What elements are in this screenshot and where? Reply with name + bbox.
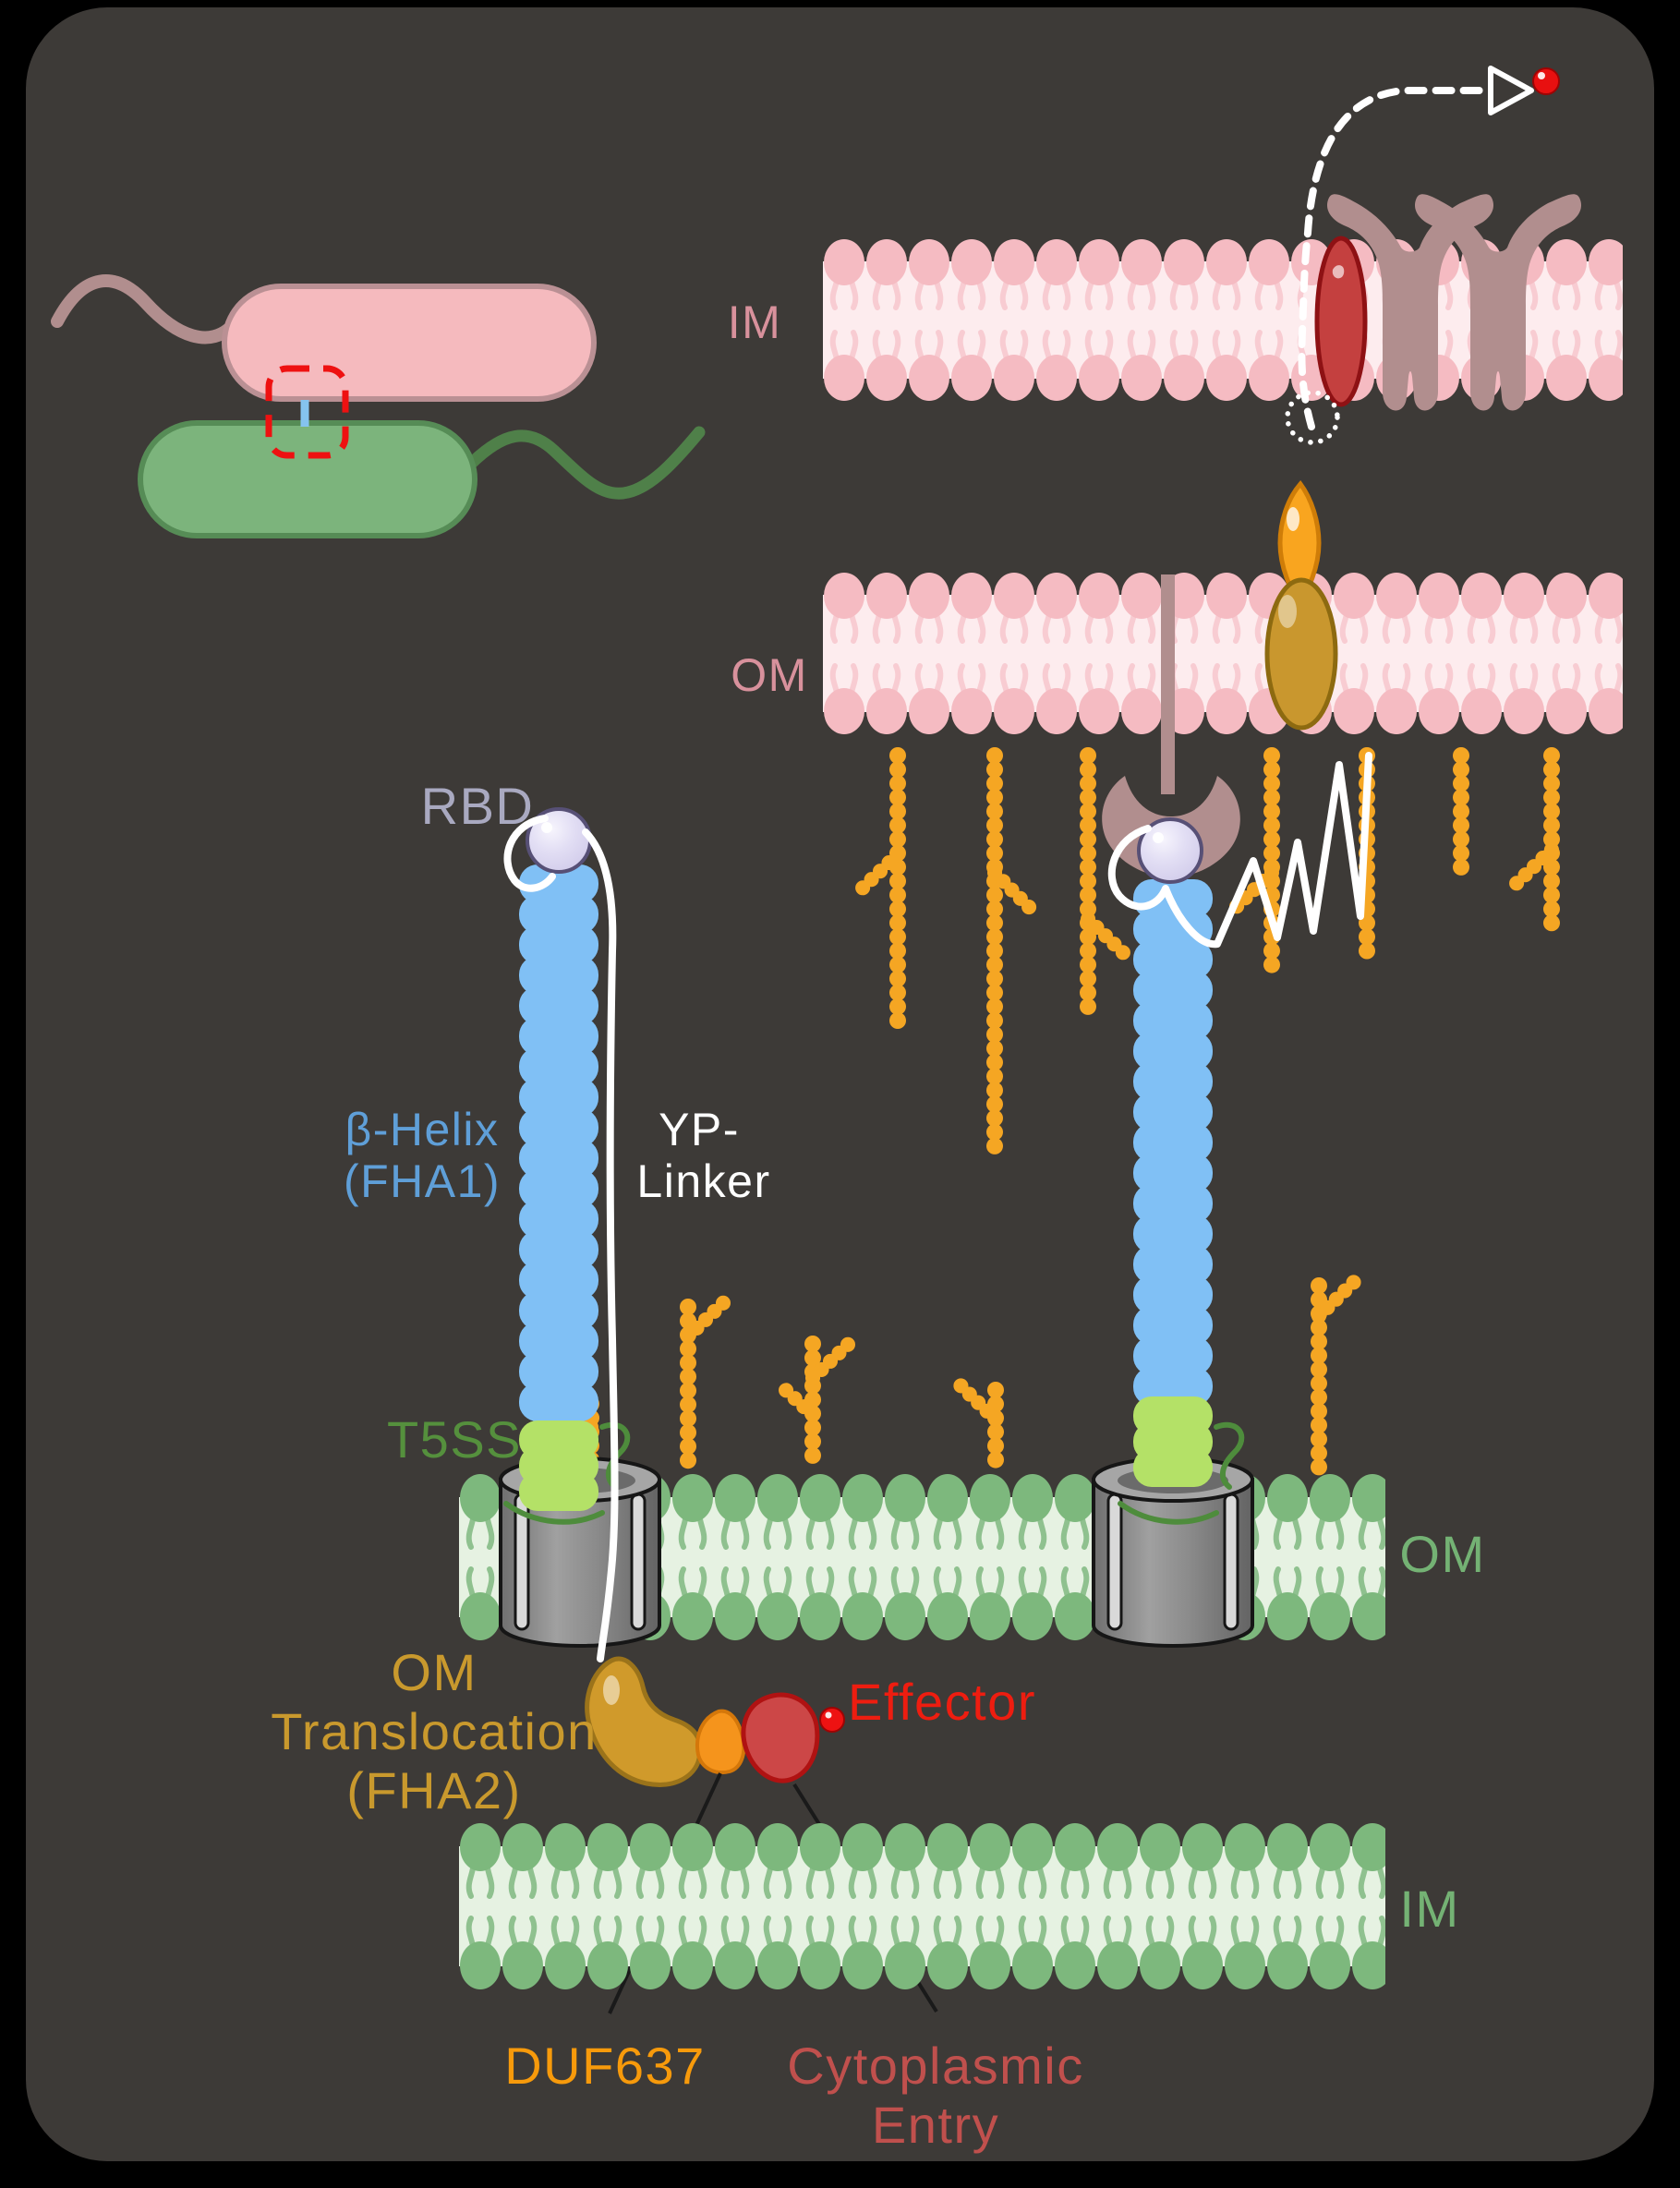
- receptor-stalk: [1161, 574, 1175, 794]
- label-beta-helix-line2: (FHA1): [344, 1155, 501, 1207]
- effector-domain: [741, 1692, 820, 1783]
- label-om-translocation-line1: OM: [391, 1643, 477, 1701]
- recipient-bacterium: [138, 420, 477, 538]
- label-cytoplasmic-entry-line2: Entry: [872, 2096, 999, 2154]
- fha2-domain: [585, 1656, 703, 1787]
- secretion-arrow-dashed: [1298, 87, 1489, 430]
- recipient-flagellum: [465, 426, 706, 500]
- zoom-region-dashed-box: [265, 365, 349, 459]
- effector-pore-protein: [1314, 236, 1368, 407]
- duf637-domain: [695, 1709, 746, 1774]
- label-inner-membrane-bottom: IM: [1399, 1880, 1459, 1938]
- label-yp-linker-line1: YP-: [659, 1104, 740, 1155]
- beta-helix-right: [1133, 879, 1213, 1487]
- entry-dotted-circle: [1285, 390, 1340, 445]
- rbd-sphere-left-highlight: [541, 822, 552, 833]
- label-om-translocation-line2: Translocation: [271, 1702, 598, 1760]
- t5ss-linker-squiggles: [503, 1421, 1245, 1525]
- effector-red-dot: [819, 1707, 845, 1733]
- label-beta-helix-line1: β-Helix: [344, 1104, 499, 1155]
- label-duf637: DUF637: [504, 2037, 706, 2095]
- fha2-translocating-oval: [1264, 577, 1338, 731]
- membrane-protein-complex: [1326, 194, 1582, 411]
- secreted-effector-dot: [1532, 67, 1560, 95]
- label-outer-membrane-top: OM: [731, 649, 808, 701]
- outer-membrane-top-bilayer: [823, 573, 1623, 734]
- label-om-translocation-line3: (FHA2): [346, 1761, 521, 1819]
- yp-linker-strand-right-coiled: [1107, 752, 1372, 949]
- label-t5ss: T5SS: [387, 1410, 522, 1469]
- rbd-sphere-right-highlight: [1153, 832, 1164, 843]
- label-cytoplasmic-entry-line1: Cytoplasmic: [787, 2037, 1083, 2095]
- label-effector: Effector: [848, 1673, 1036, 1731]
- secretion-arrowhead: [1488, 66, 1534, 115]
- label-rbd: RBD: [421, 777, 535, 835]
- orange-teardrop-protein: [1277, 480, 1322, 607]
- bacteria-inset: [51, 274, 706, 538]
- yp-linker-strand-left: [503, 815, 619, 1662]
- inner-membrane-bottom-bilayer: [459, 1822, 1385, 1990]
- label-outer-membrane-bottom: OM: [1399, 1525, 1485, 1583]
- label-yp-linker-line2: Linker: [636, 1155, 770, 1207]
- donor-flagellum: [51, 274, 241, 345]
- inner-membrane-top-group: [823, 66, 1623, 445]
- beta-helix-left: [519, 864, 598, 1511]
- donor-bacterium: [222, 284, 597, 402]
- label-inner-membrane-top: IM: [728, 296, 782, 348]
